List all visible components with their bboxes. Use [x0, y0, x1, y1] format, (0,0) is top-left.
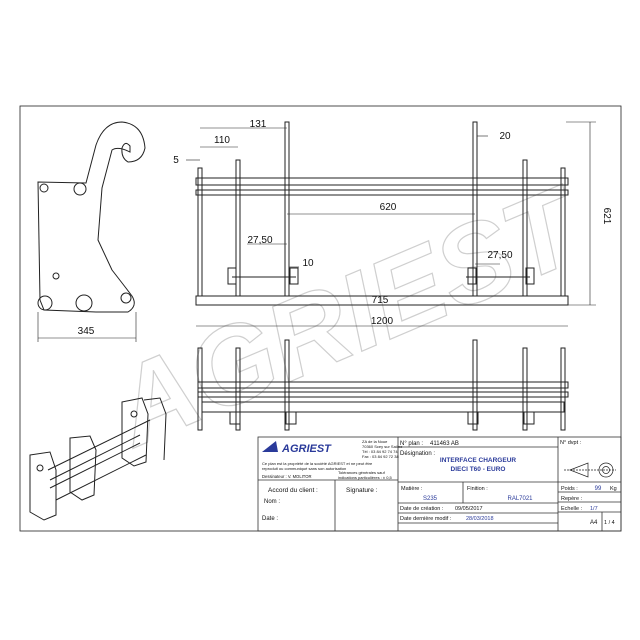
top-view-dimension-lines [186, 121, 596, 306]
material-value: S235 [423, 496, 438, 502]
watermark-text: AGRIEST [94, 162, 602, 470]
format-value: A4 [590, 520, 598, 526]
created-label: Date de création : [400, 506, 444, 512]
finish-label: Finition : [467, 486, 488, 492]
dim-131-label: 131 [250, 119, 267, 130]
tolerance-2: indications particulières : ± 0,5 [338, 475, 393, 480]
svg-text:AGRIEST: AGRIEST [281, 443, 332, 455]
date-label: Date : [262, 516, 278, 522]
dim-620-label: 620 [380, 202, 397, 213]
dim-5-label: 5 [173, 155, 179, 166]
ownership-notice-1: Ce plan est la propriété de la société A… [262, 461, 373, 466]
company-address-3: Tél : 03 84 92 74 74 [362, 449, 398, 454]
dim-110-label: 110 [214, 135, 230, 146]
modified-label: Date dernière modif : [400, 516, 452, 522]
created-value: 09/05/2017 [455, 506, 483, 512]
development-number-label: N° dvpt : [560, 440, 582, 446]
dim-345-label: 345 [78, 326, 95, 337]
plan-number-label: N° plan : [400, 441, 423, 447]
material-label: Matière : [401, 486, 423, 492]
modified-value: 28/03/2018 [466, 516, 494, 522]
designation-line-1: INTERFACE CHARGEUR [440, 457, 517, 464]
signature-label: Signature : [346, 487, 378, 494]
weight-value: 99 [595, 486, 602, 492]
weight-unit: Kg [610, 486, 617, 492]
dim-715-label: 715 [372, 295, 389, 306]
company-address-2: 70360 Scey sur Saône [362, 444, 403, 449]
tolerance-1: Tolérances générales sauf [338, 470, 386, 475]
dim-1200-label: 1200 [371, 316, 394, 327]
reference-label: Repère : [561, 496, 583, 502]
sheet-number: 1 / 4 [604, 520, 615, 526]
dim-27-50-right-label: 27,50 [487, 250, 512, 261]
client-approval-label: Accord du client : [268, 487, 318, 494]
dim-27-50-left-label: 27,50 [247, 235, 272, 246]
plan-number-value: 411463 AB [430, 441, 459, 447]
dim-345 [37, 312, 137, 342]
company-address-4: Fax : 03 84 92 72 38 [362, 454, 399, 459]
ownership-notice-2: reproduit ou communiqué sans son autoris… [262, 466, 346, 471]
dim-10-label: 10 [302, 258, 314, 269]
front-view [197, 339, 569, 431]
title-block [257, 436, 622, 532]
projection-symbol-icon [564, 462, 616, 478]
agriest-logo: AGRIEST [262, 441, 332, 455]
name-label: Nom : [264, 499, 280, 505]
scale-label: Echelle : [561, 506, 583, 512]
company-address-1: ZA de la Noue [362, 439, 388, 444]
dim-621-label: 621 [601, 208, 612, 225]
isometric-view [29, 397, 167, 521]
drawer-label: Dessinateur : V. MOLITOR [262, 474, 312, 479]
designation-label: Désignation : [400, 451, 435, 457]
scale-value: 1/7 [590, 506, 598, 512]
finish-value: RAL7021 [507, 496, 533, 502]
dim-20-label: 20 [499, 131, 511, 142]
side-plate-view [37, 121, 146, 313]
weight-label: Poids : [561, 486, 578, 492]
designation-line-2: DIECI T60 - EURO [451, 466, 506, 473]
